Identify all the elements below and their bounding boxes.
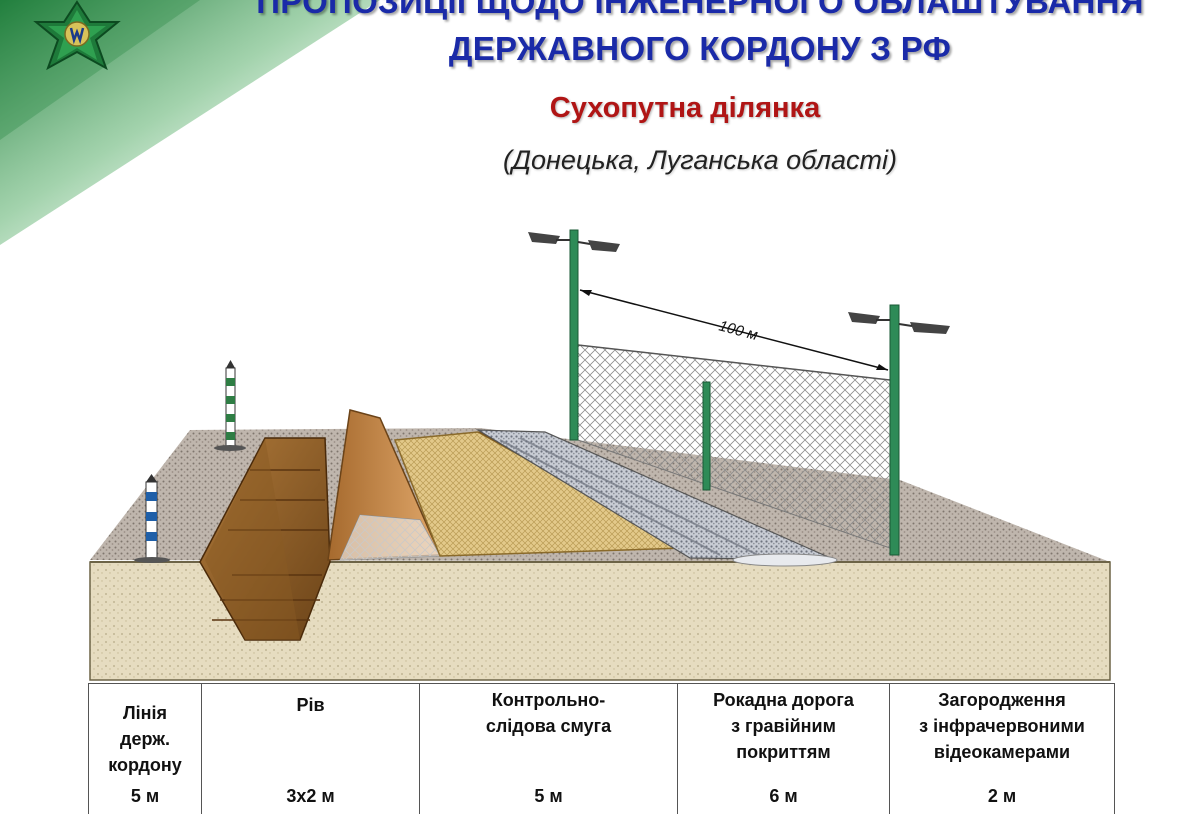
zone-column: Рокадна дорога з гравійним покриттям 6 м — [677, 684, 889, 814]
region-label: (Донецька, Луганська області) — [503, 145, 897, 175]
zone-column: Рів 3х2 м — [201, 684, 419, 814]
zone-label: Контрольно- слідова смуга — [485, 690, 612, 736]
zone-column: Контрольно- слідова смуга 5 м — [419, 684, 677, 814]
zone-size: 3х2 м — [286, 786, 335, 806]
distance-label: 100 м — [717, 317, 760, 344]
zone-size: 2 м — [987, 786, 1017, 806]
subtitle: Сухопутна ділянка — [549, 92, 821, 124]
title-line-2: ДЕРЖАВНОГО КОРДОНУ З РФ — [448, 30, 952, 67]
title-line-1: ПРОПОЗИЦІЇ ЩОДО ІНЖЕНЕРНОГО ОБЛАШТУВАННЯ — [256, 0, 1144, 20]
border-post-icon — [134, 474, 170, 563]
border-guard-emblem-icon — [33, 0, 121, 71]
camera-icon — [588, 240, 620, 252]
zone-label: Рокадна дорога з гравійним покриттям — [713, 690, 854, 762]
border-post-icon — [214, 360, 246, 451]
zone-size: 5 м — [534, 786, 563, 806]
camera-icon — [528, 232, 560, 244]
zone-size: 6 м — [769, 786, 798, 806]
zone-label: Загородження з інфрачервоними відеокамер… — [919, 690, 1085, 762]
zone-column: Загородження з інфрачервоними відеокамер… — [889, 684, 1114, 814]
zones-table: Лінія держ. кордону 5 м Рів 3х2 м Контро… — [88, 683, 1115, 814]
zone-size: 5 м — [130, 786, 160, 806]
camera-icon — [910, 322, 950, 334]
ditch — [199, 437, 331, 641]
zone-label: Лінія держ. кордону — [108, 703, 182, 775]
camera-icon — [848, 312, 880, 324]
zone-column: Лінія держ. кордону 5 м — [89, 684, 201, 814]
zone-label: Рів — [296, 695, 325, 715]
